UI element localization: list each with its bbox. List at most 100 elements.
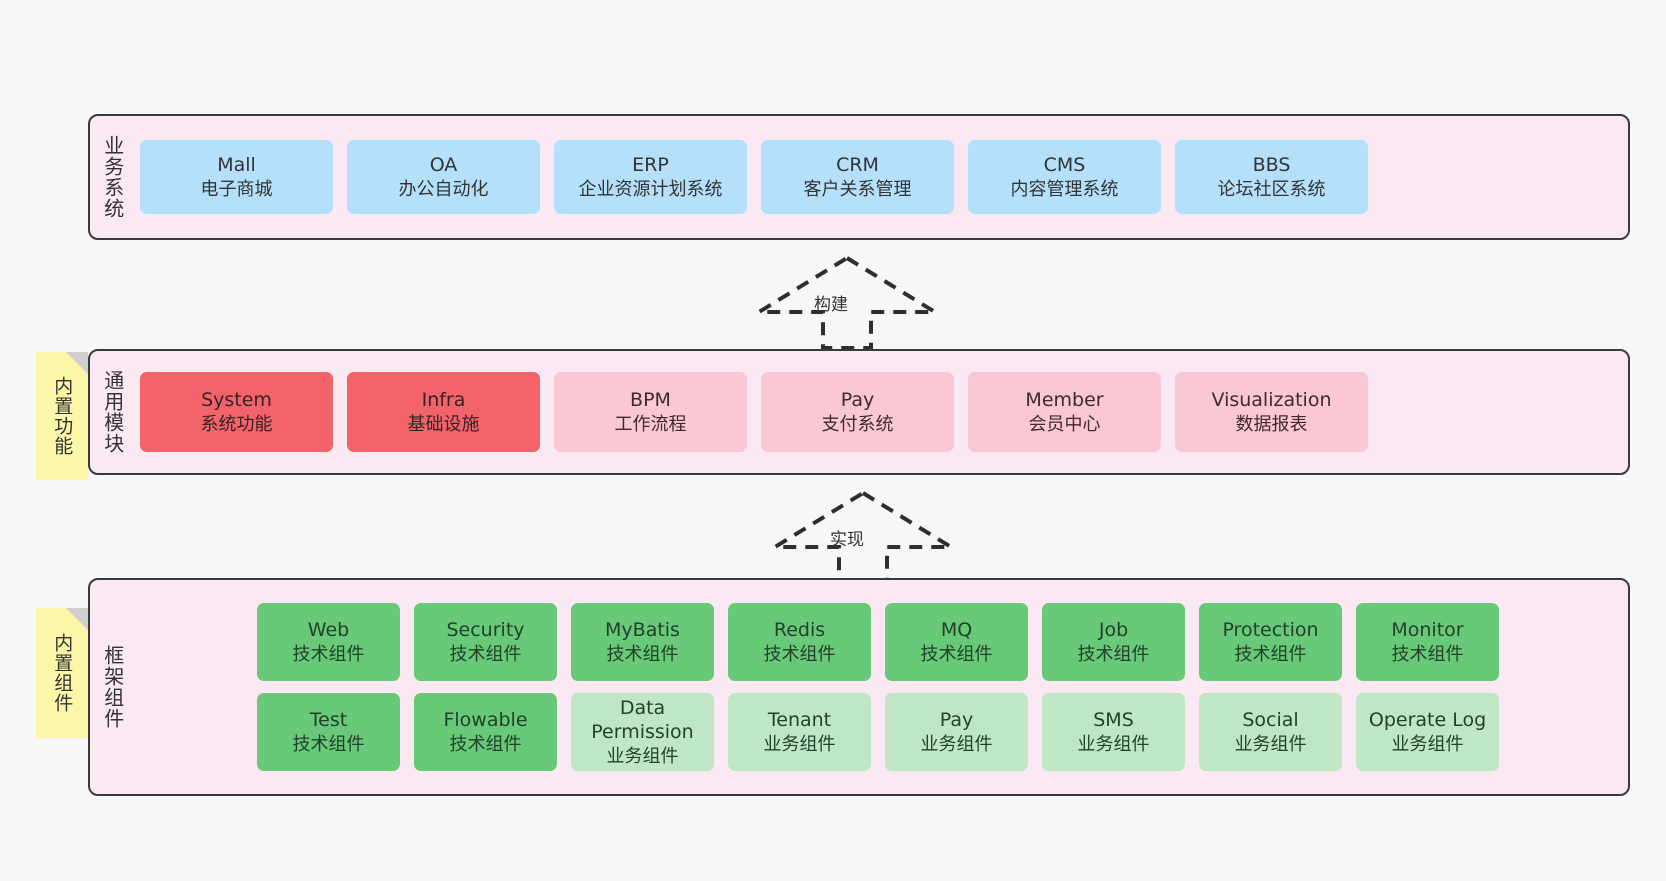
note-label: 内置组件	[51, 633, 74, 713]
framework-row-tech: Web 技术组件 Security 技术组件 MyBatis 技术组件 Redi…	[257, 603, 1499, 681]
component-desc: 业务组件	[1391, 733, 1464, 755]
module-desc: 支付系统	[821, 413, 894, 435]
component-name: Test	[309, 709, 348, 732]
component-desc: 技术组件	[606, 643, 679, 665]
module-desc: 数据报表	[1235, 413, 1308, 435]
module-name: Pay	[840, 389, 875, 412]
module-name: OA	[429, 154, 458, 177]
component-web[interactable]: Web 技术组件	[257, 603, 400, 681]
arrow-implement: 实现	[767, 487, 959, 585]
module-desc: 客户关系管理	[803, 178, 912, 200]
generalization-arrow-shape	[751, 255, 943, 350]
layer-body-common: System 系统功能 Infra 基础设施 BPM 工作流程 Pay 支付系统…	[134, 351, 1628, 473]
component-desc: 业务组件	[763, 733, 836, 755]
component-security[interactable]: Security 技术组件	[414, 603, 557, 681]
component-redis[interactable]: Redis 技术组件	[728, 603, 871, 681]
module-desc: 电子商城	[200, 178, 273, 200]
layer-title-framework: 框架组件	[100, 645, 125, 729]
component-desc: 业务组件	[1234, 733, 1307, 755]
note-built-in-components: 内置组件	[36, 608, 88, 738]
component-desc: 业务组件	[920, 733, 993, 755]
component-test[interactable]: Test 技术组件	[257, 693, 400, 771]
component-desc: 技术组件	[292, 643, 365, 665]
module-cms[interactable]: CMS 内容管理系统	[968, 140, 1161, 214]
module-oa[interactable]: OA 办公自动化	[347, 140, 540, 214]
component-desc: 技术组件	[1077, 643, 1150, 665]
layer-body-framework: Web 技术组件 Security 技术组件 MyBatis 技术组件 Redi…	[134, 580, 1628, 794]
component-name: Social	[1242, 709, 1299, 732]
module-name: System	[201, 389, 272, 412]
module-system[interactable]: System 系统功能	[140, 372, 333, 452]
module-member[interactable]: Member 会员中心	[968, 372, 1161, 452]
component-flowable[interactable]: Flowable 技术组件	[414, 693, 557, 771]
component-sms[interactable]: SMS 业务组件	[1042, 693, 1185, 771]
module-erp[interactable]: ERP 企业资源计划系统	[554, 140, 747, 214]
module-bpm[interactable]: BPM 工作流程	[554, 372, 747, 452]
module-bbs[interactable]: BBS 论坛社区系统	[1175, 140, 1368, 214]
layer-business-systems: 业务系统 Mall 电子商城 OA 办公自动化 ERP 企业资源计划系统 CRM…	[88, 114, 1630, 240]
layer-common-modules: 通用模块 System 系统功能 Infra 基础设施 BPM 工作流程 Pay…	[88, 349, 1630, 475]
module-crm[interactable]: CRM 客户关系管理	[761, 140, 954, 214]
module-infra[interactable]: Infra 基础设施	[347, 372, 540, 452]
component-name-line2: Permission	[591, 721, 694, 744]
module-desc: 系统功能	[200, 413, 273, 435]
module-name: BPM	[630, 389, 671, 412]
module-desc: 论坛社区系统	[1217, 178, 1326, 200]
note-fold-corner	[66, 608, 88, 630]
component-monitor[interactable]: Monitor 技术组件	[1356, 603, 1499, 681]
module-mall[interactable]: Mall 电子商城	[140, 140, 333, 214]
module-name: BBS	[1252, 154, 1291, 177]
component-protection[interactable]: Protection 技术组件	[1199, 603, 1342, 681]
module-desc: 基础设施	[407, 413, 480, 435]
module-name: CRM	[836, 154, 879, 177]
component-operate-log[interactable]: Operate Log 业务组件	[1356, 693, 1499, 771]
component-name: Monitor	[1391, 619, 1464, 642]
module-name: ERP	[632, 154, 669, 177]
module-desc: 办公自动化	[398, 178, 489, 200]
component-name: Security	[446, 619, 525, 642]
arrow-build-svg	[751, 255, 943, 350]
component-name: MyBatis	[605, 619, 680, 642]
module-desc: 内容管理系统	[1010, 178, 1119, 200]
component-desc: 技术组件	[292, 733, 365, 755]
component-name: Flowable	[443, 709, 528, 732]
module-desc: 工作流程	[614, 413, 687, 435]
framework-row-business: Test 技术组件 Flowable 技术组件 Data Permission …	[257, 693, 1499, 771]
component-mq[interactable]: MQ 技术组件	[885, 603, 1028, 681]
component-name: SMS	[1093, 709, 1134, 732]
component-desc: 业务组件	[606, 745, 679, 767]
module-name: Member	[1025, 389, 1104, 412]
component-pay[interactable]: Pay 业务组件	[885, 693, 1028, 771]
module-name: CMS	[1043, 154, 1086, 177]
module-visualization[interactable]: Visualization 数据报表	[1175, 372, 1368, 452]
component-tenant[interactable]: Tenant 业务组件	[728, 693, 871, 771]
component-desc: 业务组件	[1077, 733, 1150, 755]
module-pay[interactable]: Pay 支付系统	[761, 372, 954, 452]
layer-title-common: 通用模块	[100, 370, 125, 454]
note-fold-corner	[66, 352, 88, 374]
component-name: Tenant	[767, 709, 832, 732]
module-name: Mall	[217, 154, 256, 177]
component-data-permission[interactable]: Data Permission 业务组件	[571, 693, 714, 771]
component-social[interactable]: Social 业务组件	[1199, 693, 1342, 771]
module-name: Infra	[421, 389, 466, 412]
arrow-build-label: 构建	[814, 295, 848, 315]
module-name: Visualization	[1211, 389, 1332, 412]
component-mybatis[interactable]: MyBatis 技术组件	[571, 603, 714, 681]
component-desc: 技术组件	[449, 643, 522, 665]
module-desc: 企业资源计划系统	[578, 178, 723, 200]
layer-title-business: 业务系统	[100, 135, 125, 219]
module-desc: 会员中心	[1028, 413, 1101, 435]
note-label: 内置功能	[51, 376, 74, 456]
component-desc: 技术组件	[1391, 643, 1464, 665]
layer-body-business: Mall 电子商城 OA 办公自动化 ERP 企业资源计划系统 CRM 客户关系…	[134, 116, 1628, 238]
component-name: Job	[1098, 619, 1129, 642]
arrow-build: 构建	[751, 252, 943, 350]
component-name: Web	[307, 619, 350, 642]
component-desc: 技术组件	[449, 733, 522, 755]
component-name: Data	[619, 697, 666, 720]
component-desc: 技术组件	[763, 643, 836, 665]
note-built-in-functions: 内置功能	[36, 352, 88, 480]
component-job[interactable]: Job 技术组件	[1042, 603, 1185, 681]
